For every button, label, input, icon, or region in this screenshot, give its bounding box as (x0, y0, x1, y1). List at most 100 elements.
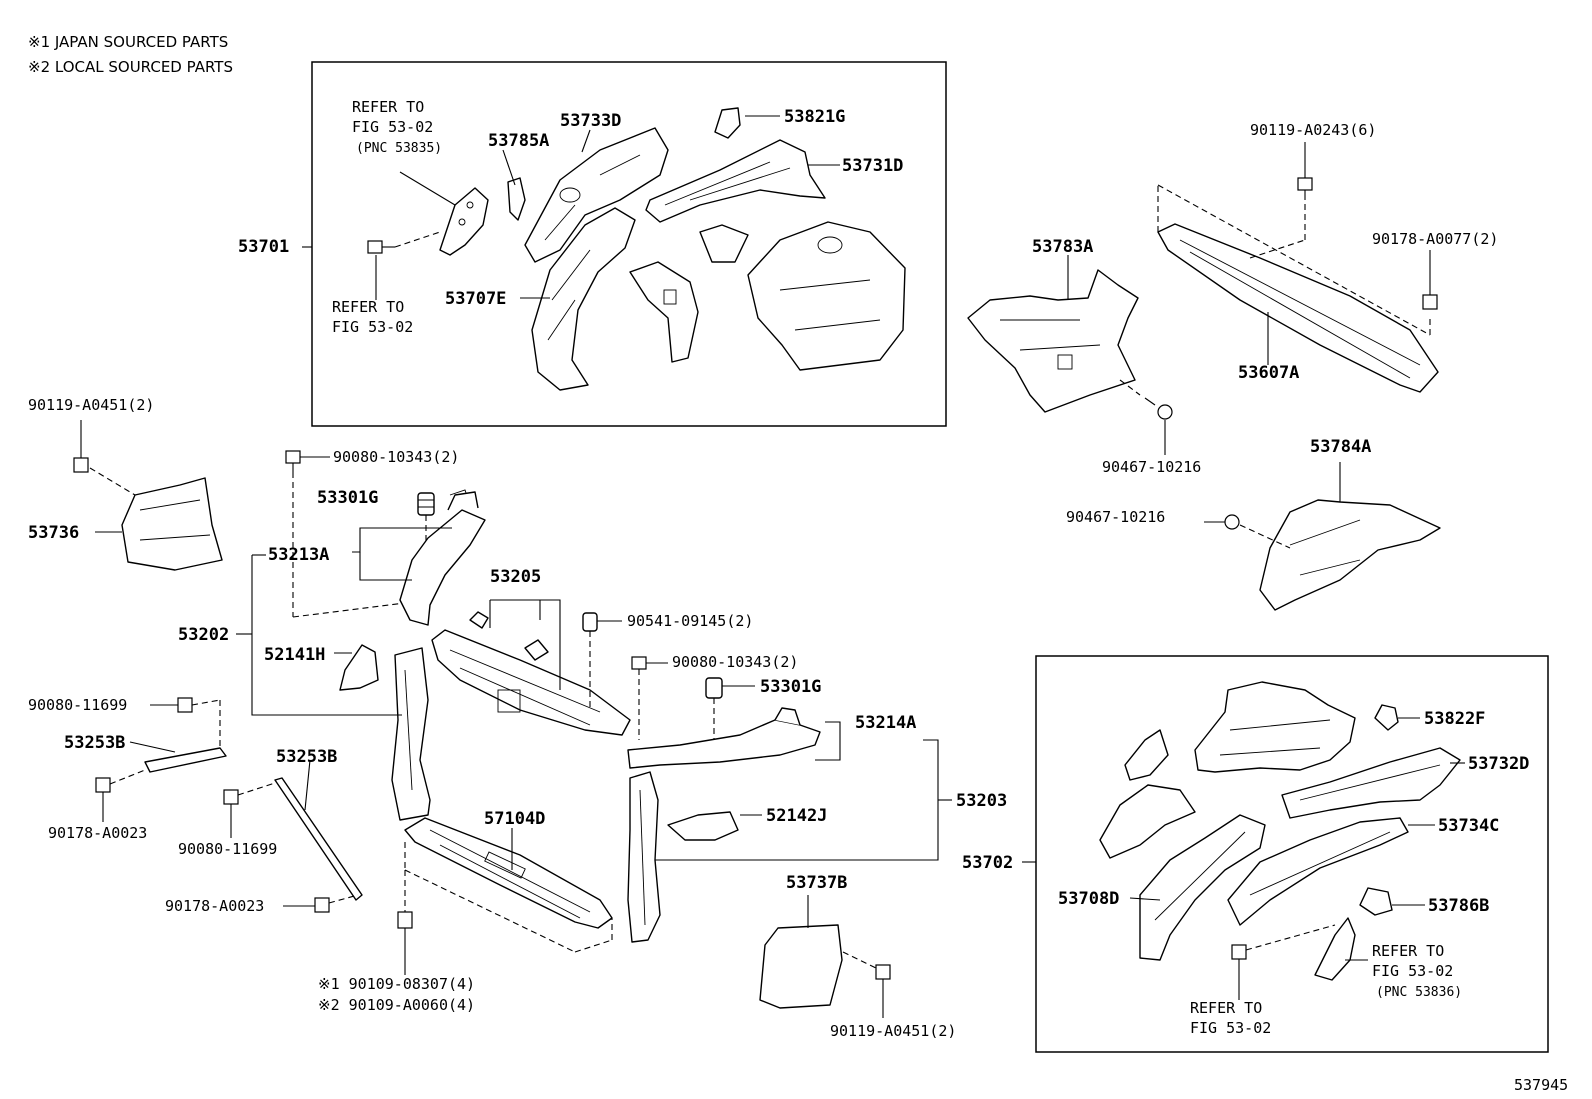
label-53822F: 53822F (1424, 709, 1485, 729)
part-wheelhouse-inner[interactable] (747, 221, 906, 371)
label-53708D: 53708D (1058, 889, 1119, 909)
label-90109-08307: ※1 90109-08307(4) (318, 975, 475, 993)
label-53736: 53736 (28, 523, 79, 543)
label-53733D: 53733D (560, 111, 621, 131)
label-53213A: 53213A (268, 545, 329, 565)
part-53736[interactable] (121, 477, 223, 571)
part-53301G-lower[interactable] (705, 677, 723, 699)
bolt-top-group[interactable] (367, 240, 395, 254)
label-90541-09145: 90541-09145(2) (627, 612, 753, 630)
label-57104D: 57104D (484, 809, 545, 829)
part-53253B-left[interactable] (144, 747, 227, 773)
clip-53205-a[interactable] (469, 611, 489, 629)
bolt-90109[interactable] (397, 911, 413, 929)
part-53737B[interactable] (759, 924, 843, 1009)
label-90119-A0451-lower: 90119-A0451(2) (830, 1022, 956, 1040)
part-inner-bracket[interactable] (629, 261, 699, 363)
label-90080-10343-upper: 90080-10343(2) (333, 448, 459, 466)
part-53822F[interactable] (1374, 704, 1399, 731)
part-53734C[interactable] (1227, 817, 1409, 926)
label-53785A: 53785A (488, 131, 549, 151)
part-53205[interactable] (431, 629, 631, 736)
part-53202-pillar[interactable] (391, 647, 431, 821)
note-local-sourced: ※2 LOCAL SOURCED PARTS (28, 58, 233, 76)
nut-90178-A0023-mid[interactable] (314, 897, 330, 913)
label-90178-A0023-mid: 90178-A0023 (165, 897, 264, 915)
label-90109-A0060: ※2 90109-A0060(4) (318, 996, 475, 1014)
label-53731D: 53731D (842, 156, 903, 176)
label-53784A: 53784A (1310, 437, 1371, 457)
nut-90178-A0023-left[interactable] (95, 777, 111, 793)
ref-bot-2-line2: FIG 53-02 (1190, 1019, 1271, 1037)
label-90467-10216-lower: 90467-10216 (1066, 508, 1165, 526)
group-frame-53701 (311, 61, 947, 427)
plug-90541-09145[interactable] (582, 612, 598, 632)
label-53734C: 53734C (1438, 816, 1499, 836)
label-52142J: 52142J (766, 806, 827, 826)
label-90119-A0243: 90119-A0243(6) (1250, 121, 1376, 139)
part-53783A[interactable] (967, 269, 1139, 413)
part-53732D[interactable] (1281, 747, 1461, 819)
ref-bot-2-line1: REFER TO (1190, 999, 1262, 1017)
figure-id: 537945 (1514, 1076, 1568, 1094)
part-53213A[interactable] (399, 489, 486, 626)
label-53301G-lower: 53301G (760, 677, 821, 697)
part-53253B-right[interactable] (274, 777, 363, 901)
label-53202: 53202 (178, 625, 229, 645)
part-53708D[interactable] (1139, 814, 1266, 961)
label-90178-A0077: 90178-A0077(2) (1372, 230, 1498, 248)
part-small-gusset[interactable] (699, 224, 749, 263)
part-inner-support-bracket[interactable] (1099, 784, 1196, 859)
nut-90178-A0077[interactable] (1422, 294, 1438, 310)
part-53731D[interactable] (645, 139, 826, 223)
part-inner-support-small[interactable] (1124, 729, 1169, 781)
part-upper-reinforcement[interactable] (1194, 681, 1356, 773)
part-53786B[interactable] (1359, 887, 1393, 916)
part-53301G-upper[interactable] (417, 492, 435, 516)
bolt-90119-A0451-left[interactable] (73, 457, 89, 473)
label-90080-10343-lower: 90080-10343(2) (672, 653, 798, 671)
part-53784A[interactable] (1259, 499, 1441, 611)
clip-90467-10216-upper[interactable] (1144, 397, 1173, 420)
label-53786B: 53786B (1428, 896, 1489, 916)
label-90467-10216-upper: 90467-10216 (1102, 458, 1201, 476)
label-53737B: 53737B (786, 873, 847, 893)
group-frame-53702 (1035, 655, 1549, 1053)
bolt-90119-A0451-lower[interactable] (875, 964, 891, 980)
part-53821G[interactable] (714, 107, 741, 139)
part-rear-bracket[interactable] (1314, 917, 1356, 981)
label-53702: 53702 (962, 853, 1013, 873)
bolt-lower-group[interactable] (1231, 944, 1247, 960)
part-53707E[interactable] (531, 207, 636, 391)
label-53732D: 53732D (1468, 754, 1529, 774)
label-53214A: 53214A (855, 713, 916, 733)
bolt-90119-A0243[interactable] (1297, 177, 1313, 200)
label-53301G-upper: 53301G (317, 488, 378, 508)
bolt-90080-11699-left[interactable] (177, 697, 193, 713)
label-53783A: 53783A (1032, 237, 1093, 257)
part-bracket-bolt-on[interactable] (439, 187, 489, 256)
note-japan-sourced: ※1 JAPAN SOURCED PARTS (28, 33, 228, 51)
part-53203-pillar[interactable] (627, 771, 661, 943)
label-53701: 53701 (238, 237, 289, 257)
ref-top-1-line2: FIG 53-02 (352, 118, 433, 136)
part-52142J[interactable] (667, 811, 739, 841)
part-53214A[interactable] (627, 707, 821, 769)
label-53707E: 53707E (445, 289, 506, 309)
ref-bot-1-line3: (PNC 53836) (1376, 985, 1462, 1000)
label-90119-A0451-left: 90119-A0451(2) (28, 396, 154, 414)
clip-90467-10216-lower[interactable] (1224, 514, 1240, 530)
ref-bot-1-line1: REFER TO (1372, 942, 1444, 960)
bolt-90080-10343-lower[interactable] (631, 656, 647, 670)
label-53205: 53205 (490, 567, 541, 587)
part-57104D[interactable] (404, 817, 613, 929)
bolt-90080-11699-mid[interactable] (223, 789, 239, 805)
part-52141H[interactable] (339, 644, 379, 691)
part-53733D[interactable] (524, 127, 669, 263)
part-53607A[interactable] (1157, 223, 1439, 393)
label-53821G: 53821G (784, 107, 845, 127)
part-53785A[interactable] (507, 177, 526, 221)
clip-53205-b[interactable] (524, 639, 549, 661)
bolt-90080-10343-upper[interactable] (285, 450, 301, 472)
